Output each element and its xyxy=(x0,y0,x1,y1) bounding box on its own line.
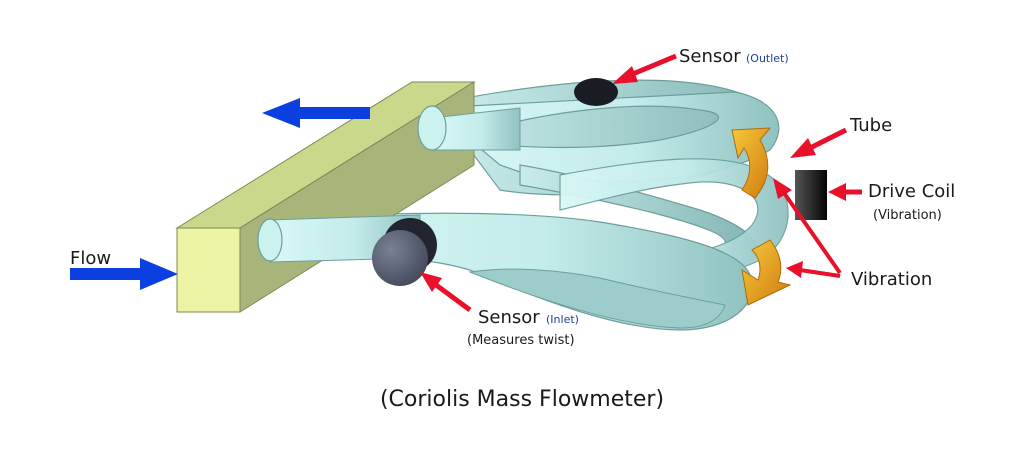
sensor-inlet-label: Sensor xyxy=(478,307,540,328)
sensor-outlet-tag: (Outlet) xyxy=(746,52,789,65)
outlet-flow-arrow xyxy=(262,98,370,128)
tube-label: Tube xyxy=(849,115,892,136)
diagram-caption: (Coriolis Mass Flowmeter) xyxy=(380,387,664,412)
vibration-arrows xyxy=(731,127,792,306)
outlet-sensor xyxy=(574,78,618,106)
sensor-inlet-tag: (Inlet) xyxy=(546,313,579,326)
drive-coil-label: Drive Coil xyxy=(868,181,955,202)
sensor-outlet-label: Sensor xyxy=(679,46,741,67)
flow-label: Flow xyxy=(70,248,111,269)
drive-coil-note: (Vibration) xyxy=(873,208,942,223)
callout-arrows xyxy=(420,53,862,313)
drive-coil xyxy=(795,170,827,220)
inlet-flow-arrow xyxy=(70,258,178,290)
sensor-inlet-note: (Measures twist) xyxy=(467,333,575,348)
inlet-sensor xyxy=(372,218,437,286)
flow-arrows xyxy=(70,98,370,290)
vibration-label: Vibration xyxy=(851,269,932,290)
